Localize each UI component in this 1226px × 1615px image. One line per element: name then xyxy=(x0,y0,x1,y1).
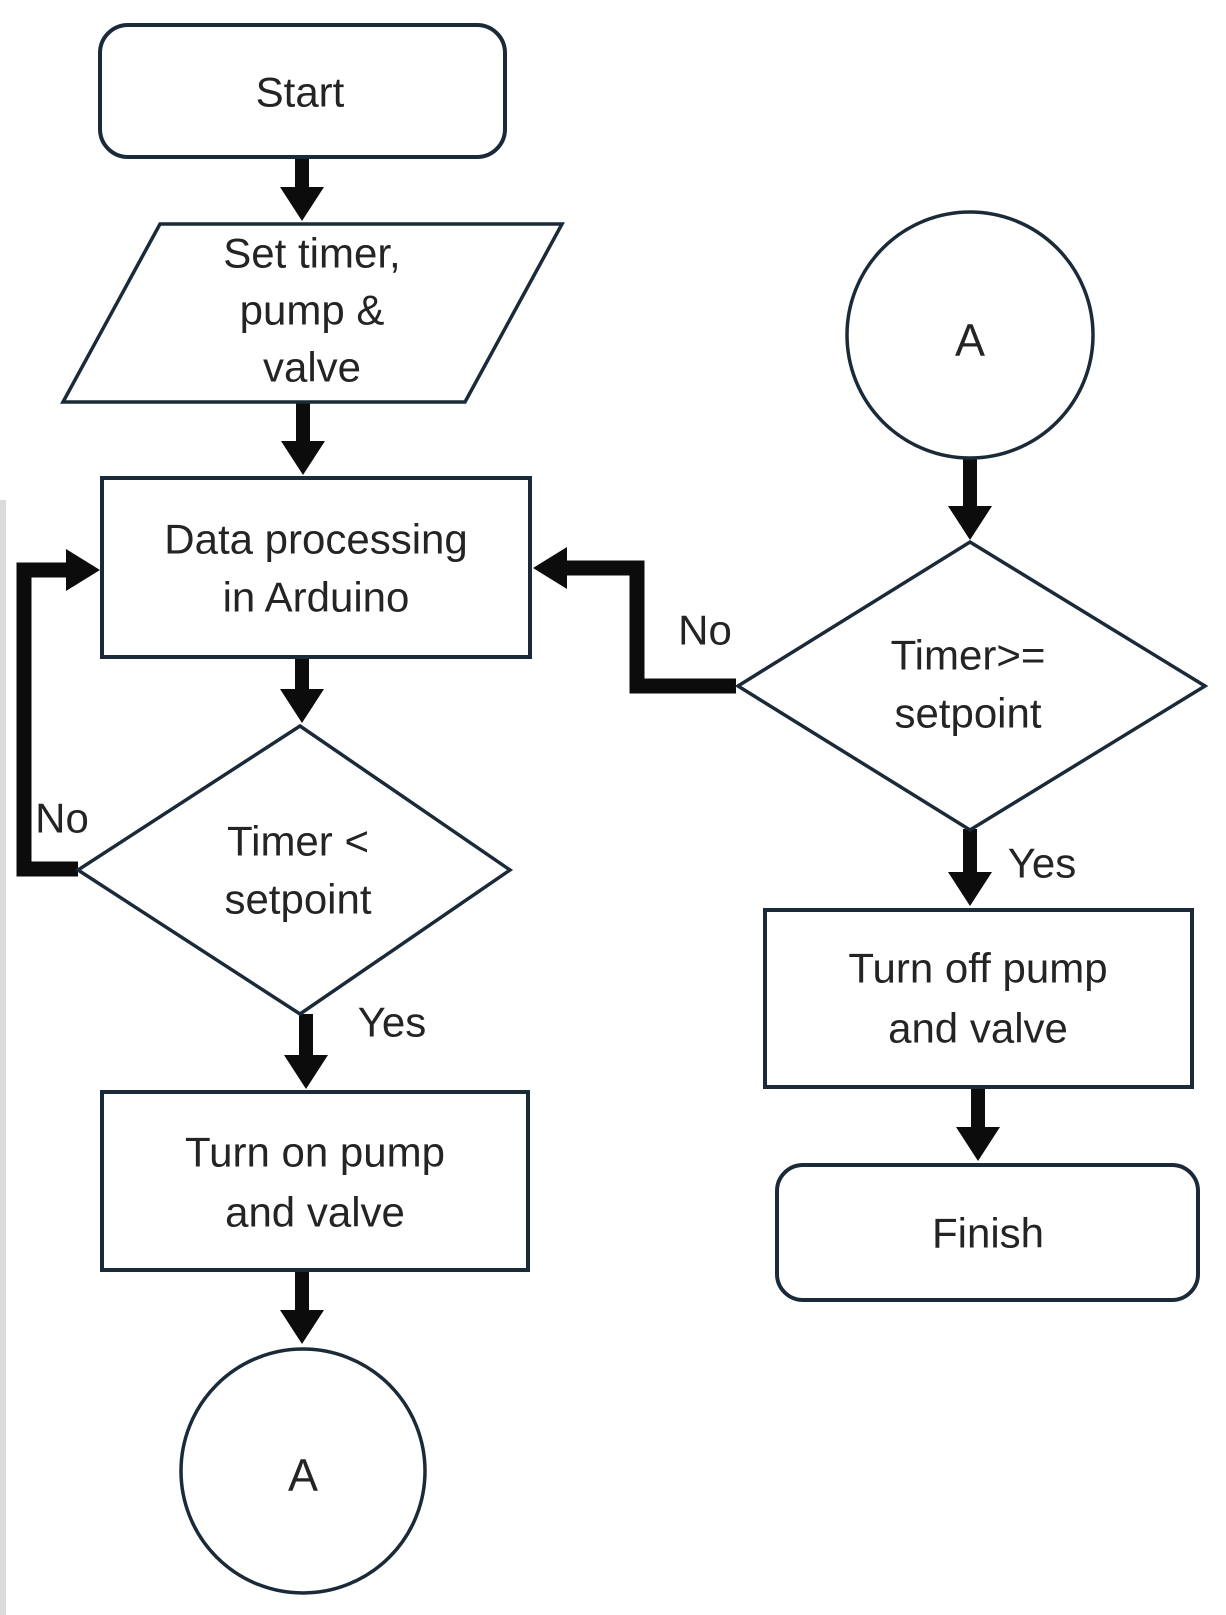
labels: Start Set timer, pump & valve Data proce… xyxy=(35,69,1107,1501)
arrowhead-down-icon xyxy=(956,1127,1000,1161)
finish-label: Finish xyxy=(932,1210,1044,1257)
arrowhead-left-icon xyxy=(533,547,567,589)
data-processing-box-shape xyxy=(100,476,532,659)
data-processing-label-line1: Data processing xyxy=(164,516,468,563)
timer-lt-label-line2: setpoint xyxy=(224,876,371,923)
set-timer-parallelogram-shape xyxy=(60,222,565,404)
arrowhead-down-icon xyxy=(280,187,324,221)
data-processing-label-line2: in Arduino xyxy=(223,574,410,621)
arrow-timer-lt-yes-to-turn-on xyxy=(284,1014,328,1089)
loop-timer-ge-no-to-data-processing xyxy=(533,547,736,694)
start-label: Start xyxy=(256,69,345,116)
connector-a-bottom-label: A xyxy=(288,1450,318,1501)
turn-on-label-line2: and valve xyxy=(225,1189,405,1236)
timer-ge-label-line2: setpoint xyxy=(894,690,1041,737)
connector-a-bottom-circle-shape xyxy=(179,1347,427,1595)
turn-off-label-line1: Turn off pump xyxy=(848,945,1107,992)
arrow-data-processing-to-timer-lt xyxy=(280,657,324,723)
turn-on-label-line1: Turn on pump xyxy=(185,1129,445,1176)
turn-off-label-line2: and valve xyxy=(888,1005,1068,1052)
set-timer-label-line2: pump & xyxy=(240,287,385,334)
loop-elbow xyxy=(563,560,736,694)
finish-terminator-shape xyxy=(775,1163,1200,1302)
timer-lt-decision-shape xyxy=(74,723,514,1017)
connector-a-top-label: A xyxy=(955,315,985,366)
timer-lt-label-line1: Timer < xyxy=(227,818,369,865)
arrowhead-down-icon xyxy=(281,441,325,475)
connector-a-top-circle-shape xyxy=(845,210,1095,460)
timer-ge-decision-shape xyxy=(734,539,1209,833)
arrow-turn-off-to-finish xyxy=(956,1087,1000,1161)
loop-timer-lt-no-to-data-processing xyxy=(16,549,100,877)
edge-label-timer-ge-no: No xyxy=(678,607,732,654)
timer-ge-label-line1: Timer>= xyxy=(891,632,1046,679)
connectors xyxy=(16,157,1000,1344)
arrow-timer-ge-yes-to-turn-off xyxy=(948,829,992,906)
start-terminator-shape xyxy=(98,23,507,159)
edge-label-timer-lt-yes: Yes xyxy=(358,999,427,1046)
set-timer-label-line1: Set timer, xyxy=(223,230,400,277)
arrowhead-down-icon xyxy=(280,1310,324,1344)
arrowhead-down-icon xyxy=(284,1055,328,1089)
arrowhead-right-icon xyxy=(66,549,100,591)
turn-on-box-shape xyxy=(100,1090,530,1272)
shapes xyxy=(60,23,1209,1595)
arrow-start-to-set-timer xyxy=(280,157,324,221)
set-timer-label-line3: valve xyxy=(263,344,361,391)
arrow-connector-a-to-timer-ge xyxy=(948,458,992,540)
arrowhead-down-icon xyxy=(948,872,992,906)
arrowhead-down-icon xyxy=(280,689,324,723)
arrow-set-timer-to-data-processing xyxy=(281,400,325,475)
turn-off-box-shape xyxy=(763,908,1194,1089)
edge-label-timer-ge-yes: Yes xyxy=(1008,840,1077,887)
loop-elbow xyxy=(16,562,78,877)
edge-label-timer-lt-no: No xyxy=(35,795,89,842)
arrowhead-down-icon xyxy=(948,506,992,540)
left-edge-scan-artifact xyxy=(0,500,6,1615)
arrow-turn-on-to-connector-a xyxy=(280,1270,324,1344)
